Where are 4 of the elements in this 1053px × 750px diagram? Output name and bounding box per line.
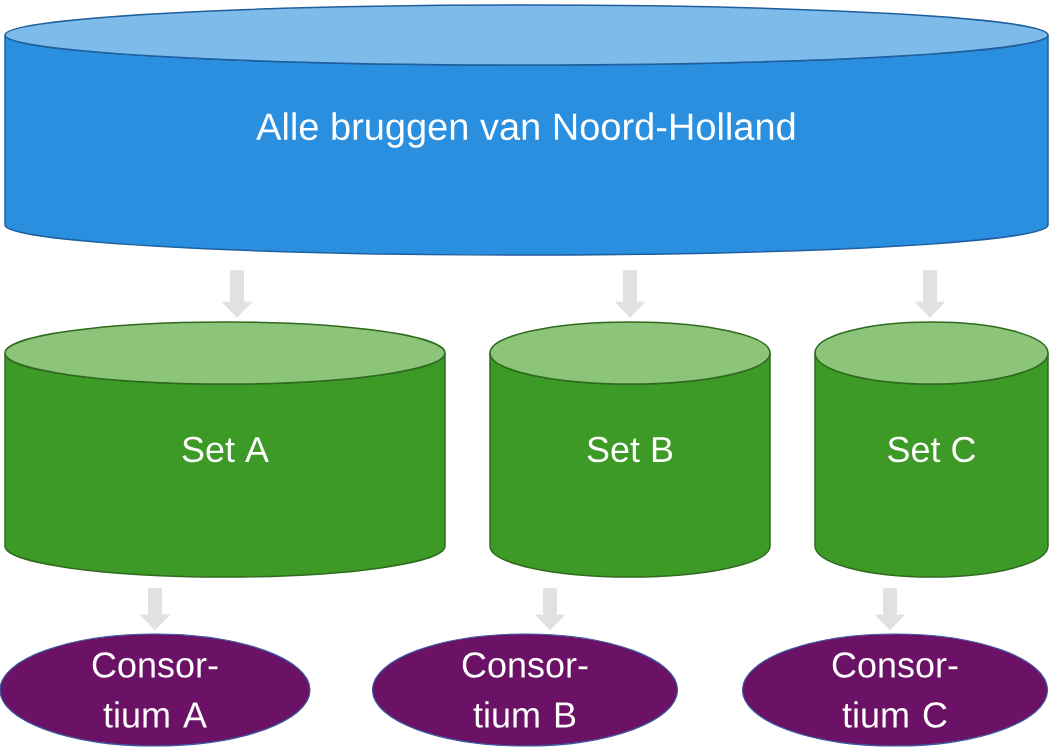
cylinder: Alle bruggen van Noord-Holland — [4, 4, 1049, 256]
cylinder: Set A — [4, 321, 446, 578]
cylinder: Set C — [814, 321, 1049, 578]
cylinder: Set B — [489, 321, 771, 578]
